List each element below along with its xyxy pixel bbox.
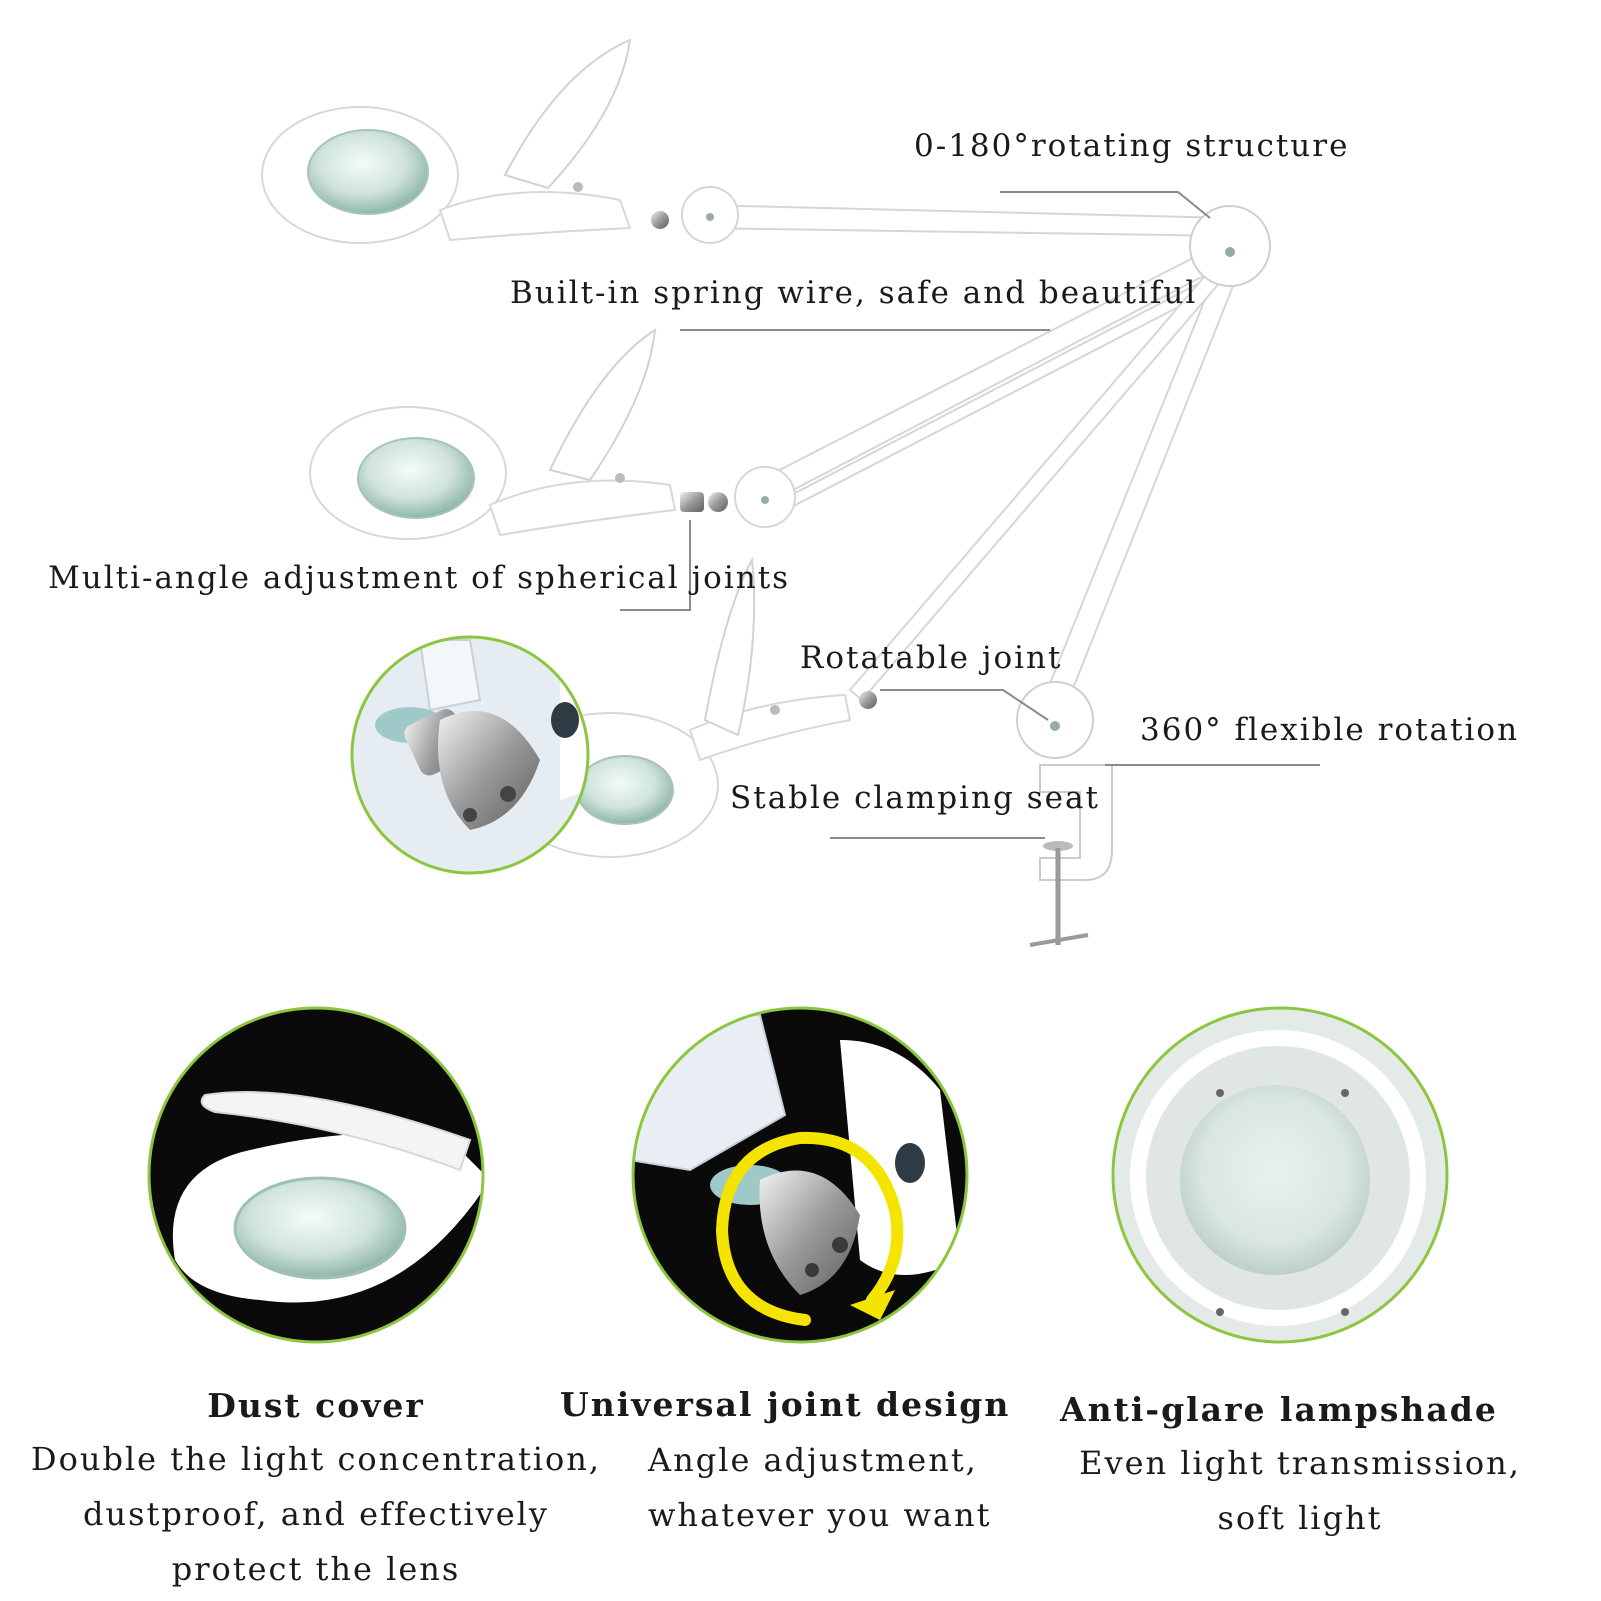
dust-cover-photo: [147, 1006, 485, 1344]
callout-flexible-rotation: 360° flexible rotation: [1140, 712, 1520, 748]
feature-desc-line: Double the light concentration,: [30, 1440, 602, 1478]
feature-desc-line: soft light: [1217, 1499, 1383, 1537]
feature-desc-line: Even light transmission,: [1079, 1444, 1521, 1482]
feature-desc-dust-cover: Double the light concentration, dustproo…: [16, 1432, 616, 1597]
lamp-head-top: [261, 38, 669, 244]
table-clamp: [1029, 764, 1113, 947]
lamp-head-middle: [309, 328, 728, 540]
feature-desc-line: whatever you want: [648, 1496, 992, 1534]
feature-desc-line: protect the lens: [171, 1550, 461, 1588]
feature-desc-line: Angle adjustment,: [648, 1441, 978, 1479]
feature-title-dust-cover: Dust cover: [207, 1386, 425, 1425]
lampshade-photo: [1111, 1006, 1449, 1344]
feature-title-anti-glare: Anti-glare lampshade: [1060, 1390, 1498, 1429]
joint-hubs: [681, 186, 1271, 759]
callout-clamping-seat: Stable clamping seat: [730, 780, 1100, 816]
universal-joint-photo: [631, 1006, 969, 1344]
leader-lines: [620, 191, 1320, 839]
feature-desc-line: dustproof, and effectively: [83, 1495, 549, 1533]
callout-spherical-joints: Multi-angle adjustment of spherical join…: [48, 560, 791, 596]
callout-spring-wire: Built-in spring wire, safe and beautiful: [510, 275, 1198, 311]
lamp-arms: [699, 203, 1248, 718]
callout-rotatable-joint: Rotatable joint: [800, 640, 1063, 676]
rotation-arrow-icon: [715, 1131, 904, 1326]
joint-closeup-inset: [350, 635, 590, 875]
arrow-head-icon: [850, 1290, 895, 1320]
feature-desc-anti-glare: Even light transmission, soft light: [1050, 1436, 1550, 1546]
feature-desc-universal-joint: Angle adjustment, whatever you want: [648, 1433, 1048, 1543]
callout-rotating-structure: 0-180°rotating structure: [914, 128, 1350, 164]
feature-title-universal-joint: Universal joint design: [560, 1385, 1011, 1424]
